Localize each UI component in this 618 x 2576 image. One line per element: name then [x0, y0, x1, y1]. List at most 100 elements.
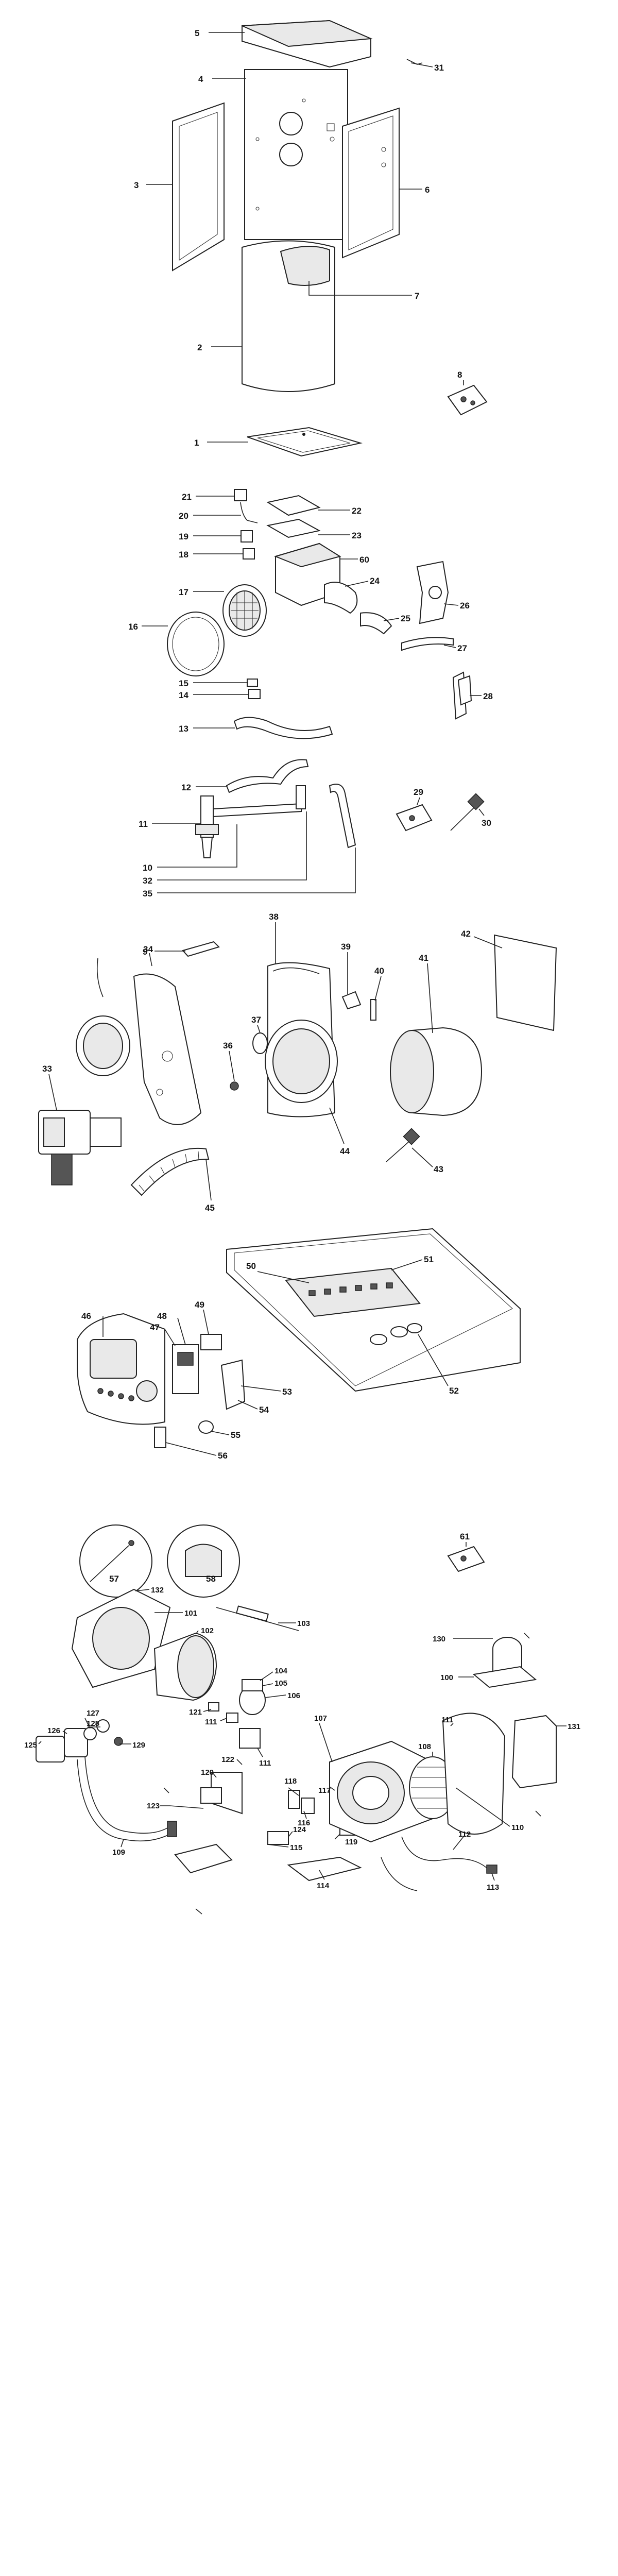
callout-58: 58	[206, 1574, 216, 1584]
callout-38: 38	[269, 912, 279, 922]
callout-116: 116	[298, 1819, 310, 1827]
exchanger-section	[167, 489, 472, 739]
callout-60: 60	[359, 555, 369, 565]
callout-108: 108	[418, 1742, 431, 1751]
callout-26: 26	[460, 601, 470, 611]
callout-29: 29	[414, 787, 423, 797]
callout-21: 21	[182, 492, 192, 502]
callout-111: 111	[205, 1718, 217, 1726]
callout-5: 5	[195, 28, 199, 38]
callout-22: 22	[352, 506, 362, 516]
detail-callouts: 57 58 61	[109, 1532, 470, 1584]
callout-1: 1	[194, 438, 199, 448]
callout-36: 36	[223, 1041, 233, 1050]
sensor-section	[182, 759, 485, 957]
callout-6: 6	[425, 185, 430, 195]
detail-section	[79, 1524, 485, 1598]
callout-55: 55	[231, 1430, 241, 1440]
callout-23: 23	[352, 531, 362, 540]
callout-61: 61	[460, 1532, 470, 1541]
callout-2: 2	[197, 343, 202, 352]
callout-102: 102	[201, 1626, 214, 1635]
callout-15: 15	[179, 679, 188, 688]
callout-127: 127	[87, 1709, 99, 1718]
callout-34: 34	[143, 944, 153, 954]
callout-20: 20	[179, 511, 188, 521]
callout-114: 114	[317, 1882, 330, 1890]
callout-9: 9	[143, 947, 147, 957]
callout-57: 57	[109, 1574, 119, 1584]
callout-112: 112	[458, 1830, 471, 1839]
callout-32: 32	[143, 876, 152, 886]
callout-128: 128	[87, 1719, 99, 1728]
callout-106: 106	[287, 1691, 300, 1700]
callout-51: 51	[424, 1255, 434, 1264]
callout-11: 11	[139, 819, 148, 829]
callout-117: 117	[318, 1786, 331, 1795]
part-base-plate	[247, 427, 363, 457]
callout-115: 115	[290, 1843, 302, 1852]
callout-27: 27	[457, 643, 467, 653]
callout-50: 50	[246, 1261, 256, 1271]
callout-8: 8	[457, 370, 462, 380]
callout-45: 45	[205, 1203, 215, 1213]
exchanger-callouts: 21 20 19 18 17 16 22 23 60 24 25 26 27 2…	[128, 492, 493, 734]
control-panel-callouts: 50 51 52 46 47 48 49 53 54 55 56	[81, 1255, 459, 1461]
callout-17: 17	[179, 587, 188, 597]
callout-24: 24	[370, 576, 380, 586]
callout-41: 41	[419, 953, 428, 963]
callout-121: 121	[189, 1708, 202, 1717]
part-front-cover	[242, 240, 335, 392]
callout-107: 107	[314, 1714, 327, 1723]
callout-104: 104	[274, 1667, 288, 1675]
callout-43: 43	[434, 1164, 443, 1174]
callout-132: 132	[151, 1586, 164, 1595]
callout-126: 126	[47, 1726, 60, 1735]
callout-46: 46	[81, 1311, 91, 1321]
callout-118: 118	[284, 1777, 297, 1786]
burner-housing-callouts: 34 38 39 40 41 42 37 36 33 44 43 45	[42, 912, 503, 1213]
callout-25: 25	[401, 614, 410, 623]
callout-131: 131	[568, 1722, 580, 1731]
callout-35: 35	[143, 889, 152, 899]
burner-assembly-section	[36, 1588, 557, 1914]
casing-section	[172, 20, 488, 457]
callout-40: 40	[374, 966, 384, 976]
callout-7: 7	[415, 291, 419, 301]
callout-103: 103	[297, 1619, 310, 1628]
callout-44: 44	[340, 1146, 350, 1156]
callout-37: 37	[251, 1015, 261, 1025]
callout-12: 12	[181, 783, 191, 792]
callout-119: 119	[345, 1838, 357, 1846]
callout-48: 48	[157, 1311, 167, 1321]
casing-callouts: 5 4 3 6 2 7 1 31 8	[134, 28, 464, 448]
callout-111: 111	[441, 1716, 453, 1724]
burner-assembly-callouts: 132 101 102 103 104 105 106 107 121 111 …	[24, 1586, 580, 1892]
callout-105: 105	[274, 1679, 287, 1688]
callout-100: 100	[440, 1673, 453, 1682]
callout-109: 109	[112, 1848, 125, 1857]
callout-16: 16	[128, 622, 138, 632]
callout-125: 125	[24, 1741, 37, 1750]
callout-13: 13	[179, 724, 188, 734]
burner-housing-section	[38, 934, 557, 1196]
callout-39: 39	[341, 942, 351, 952]
callout-113: 113	[487, 1883, 499, 1892]
callout-4: 4	[198, 74, 203, 84]
callout-18: 18	[179, 550, 188, 560]
control-panel-section	[77, 1228, 521, 1448]
callout-42: 42	[461, 929, 471, 939]
callout-110: 110	[511, 1823, 524, 1832]
sensor-callouts: 12 11 10 32 35 29 30 9	[139, 783, 491, 957]
callout-101: 101	[184, 1609, 197, 1618]
callout-120: 120	[201, 1768, 214, 1777]
callout-33: 33	[42, 1064, 52, 1074]
callout-111: 111	[259, 1759, 271, 1768]
callout-31: 31	[434, 63, 444, 73]
part-right-side-panel	[342, 107, 400, 259]
part-left-side-panel	[172, 102, 225, 272]
callout-124: 124	[293, 1825, 306, 1834]
part-fixing-kit	[447, 384, 488, 416]
callout-10: 10	[143, 863, 152, 873]
